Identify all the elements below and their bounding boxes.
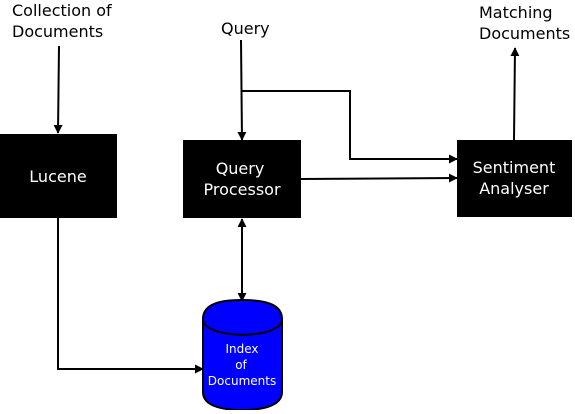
processor-to-sentiment-arrow	[300, 173, 458, 183]
index-label-line1: Index	[225, 342, 258, 356]
query-to-sentiment-arrow	[242, 90, 458, 164]
sentiment-to-matching-arrow	[510, 47, 520, 141]
matching-label-line1: Matching	[479, 3, 553, 22]
sentiment-analyser-box: Sentiment Analyser	[457, 140, 572, 217]
lucene-box: Lucene	[0, 134, 117, 218]
lucene-to-index-arrow	[57, 218, 204, 374]
query-processor-label-line2: Processor	[203, 180, 280, 199]
query-processor-label-line1: Query	[216, 159, 265, 178]
query-label: Query	[221, 19, 270, 38]
query-processor-box: Query Processor	[183, 140, 301, 218]
lucene-label: Lucene	[29, 167, 86, 186]
matching-label-line2: Documents	[479, 24, 570, 43]
collection-label-line2: Documents	[12, 22, 103, 41]
index-database-cylinder: Index of Documents	[202, 298, 283, 412]
collection-label-line1: Collection of	[12, 1, 112, 20]
query-to-processor-arrow	[237, 39, 247, 141]
collection-to-lucene-arrow	[53, 45, 63, 134]
index-label-line2: of	[235, 358, 247, 372]
index-label-line3: Documents	[208, 374, 276, 388]
sentiment-label-line1: Sentiment	[473, 158, 556, 177]
sentiment-label-line2: Analyser	[479, 179, 549, 198]
